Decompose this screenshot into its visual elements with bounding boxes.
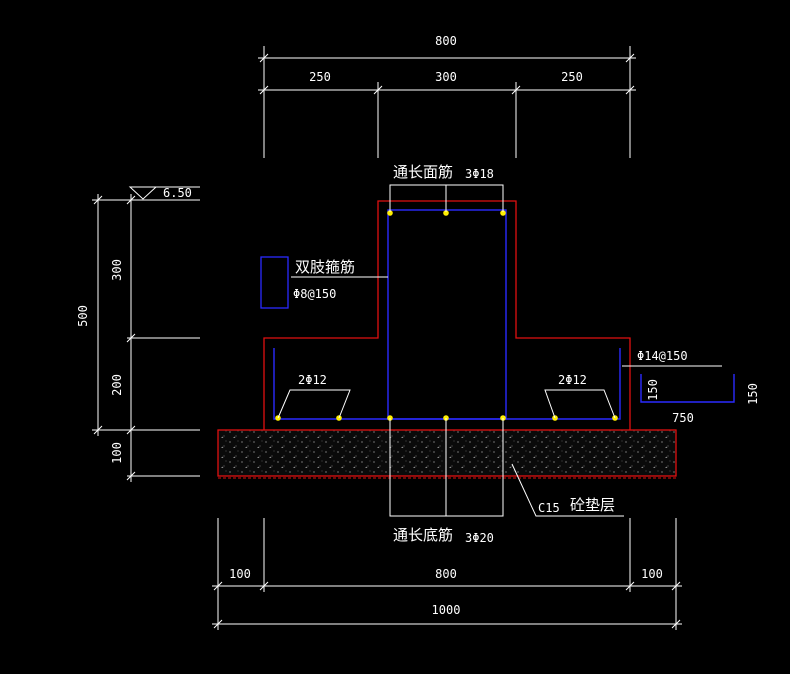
- bottom-bars-spec: 3Φ20: [465, 531, 494, 545]
- top-dimensions: 800 250 300 250: [258, 34, 636, 158]
- pad-callout: C15 砼垫层: [511, 463, 624, 517]
- top-bars-title: 通长面筋: [393, 163, 453, 181]
- dim-top-mid: 300: [435, 70, 457, 84]
- bar-sections: [275, 210, 618, 421]
- hook-length: 150: [646, 379, 660, 401]
- dim-left-upper: 300: [110, 259, 124, 281]
- dim-left-base: 100: [110, 442, 124, 464]
- bottom-bars-callout: 通长底筋 3Φ20: [389, 418, 504, 545]
- dim-bottom-right: 100: [641, 567, 663, 581]
- left-side-bars-callout: 2Φ12: [277, 373, 351, 419]
- dim-bottom-mid: 800: [435, 567, 457, 581]
- distribution-length: 750: [672, 411, 694, 425]
- left-side-bars-label: 2Φ12: [298, 373, 327, 387]
- concrete-pad: [217, 429, 677, 479]
- dim-left-total: 500: [76, 305, 90, 327]
- stirrup-callout: 双肢箍筋 Φ8@150: [260, 256, 388, 309]
- hook-height: 150: [746, 383, 760, 405]
- dim-bottom-left: 100: [229, 567, 251, 581]
- top-bars-spec: 3Φ18: [465, 167, 494, 181]
- elevation-label: 6.50: [163, 186, 192, 200]
- dim-left-lower: 200: [110, 374, 124, 396]
- right-side-bars-callout: 2Φ12: [544, 373, 616, 419]
- left-dimensions: 500 300 200 100: [76, 194, 200, 482]
- dim-top-right: 250: [561, 70, 583, 84]
- stirrup-spec: Φ8@150: [293, 287, 336, 301]
- stirrup-title: 双肢箍筋: [295, 258, 355, 276]
- distribution-spec: Φ14@150: [637, 349, 688, 363]
- dim-top-total: 800: [435, 34, 457, 48]
- dim-bottom-total: 1000: [432, 603, 461, 617]
- dim-top-left: 250: [309, 70, 331, 84]
- bottom-bars-title: 通长底筋: [393, 526, 453, 544]
- right-side-bars-label: 2Φ12: [558, 373, 587, 387]
- pad-title: 砼垫层: [570, 496, 615, 514]
- elevation-marker: 6.50: [128, 186, 200, 200]
- concrete-grade: C15: [538, 501, 560, 515]
- footing-outline: [263, 200, 631, 430]
- bottom-dimensions: 100 800 100 1000: [212, 518, 682, 630]
- top-bars-callout: 通长面筋 3Φ18: [389, 163, 504, 212]
- stirrup: [387, 209, 507, 420]
- distribution-bar-detail: Φ14@150 150 150 750: [622, 349, 760, 425]
